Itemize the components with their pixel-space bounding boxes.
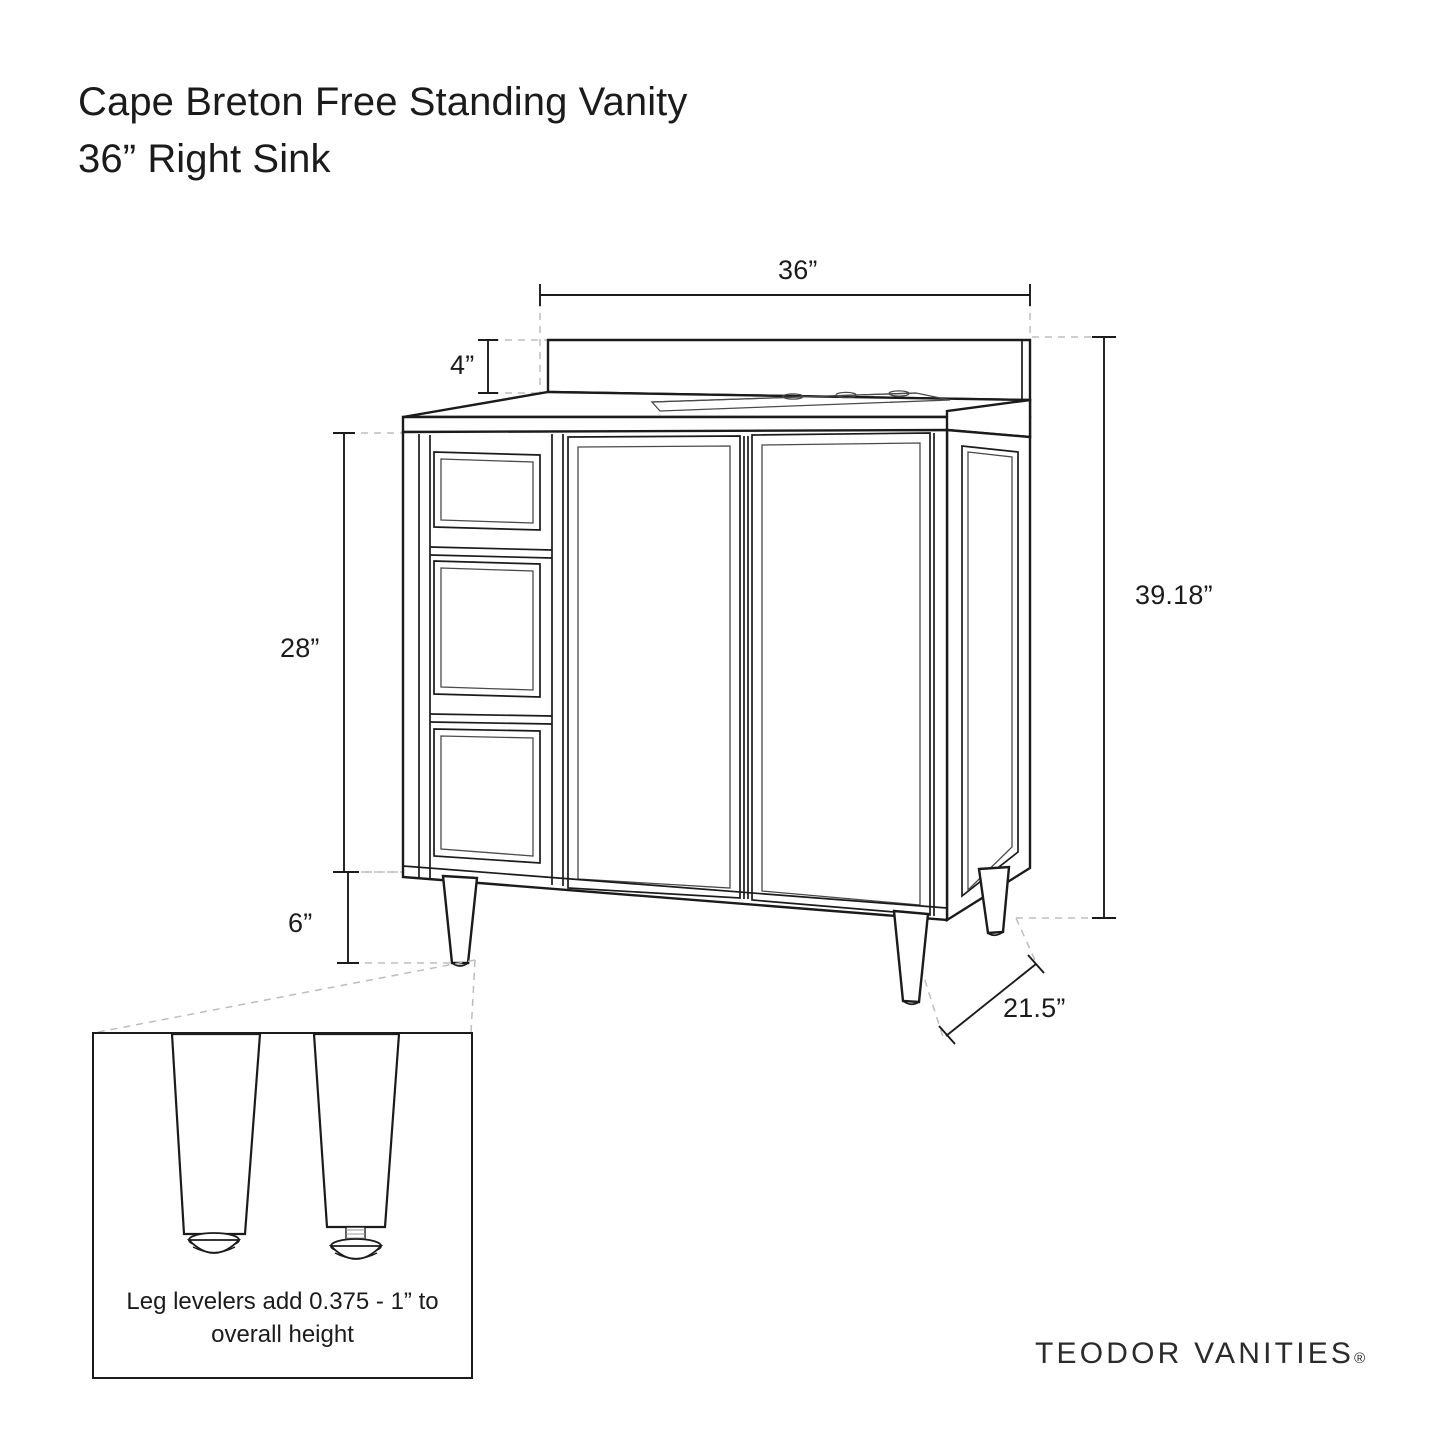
dimension-label-depth: 21.5” bbox=[1003, 993, 1066, 1023]
backsplash bbox=[546, 338, 1032, 402]
drawer-top[interactable] bbox=[433, 451, 541, 531]
vanity-illustration bbox=[401, 338, 1032, 1006]
leg-back-right bbox=[977, 865, 1011, 937]
leg-leveler-illustration bbox=[170, 1034, 401, 1260]
cabinet-door-left[interactable] bbox=[567, 435, 741, 899]
brand-name: TEODOR VANITIES bbox=[1035, 1337, 1355, 1370]
dimension-label-overall-height: 39.18” bbox=[1135, 580, 1213, 610]
dimension-label-backsplash: 4” bbox=[450, 350, 475, 380]
leg-front-left bbox=[441, 874, 479, 967]
detail-leader-lines bbox=[92, 959, 476, 1034]
dimension-label-leg-height: 6” bbox=[288, 908, 313, 938]
faucet-holes bbox=[782, 390, 910, 400]
leg-leveler-retracted bbox=[170, 1034, 262, 1254]
legs bbox=[441, 865, 1011, 1006]
dimension-line-depth-215 bbox=[904, 917, 1045, 1045]
cabinet-front-frame bbox=[401, 428, 949, 922]
registered-trademark-icon: ® bbox=[1354, 1350, 1366, 1367]
title-line-1: Cape Breton Free Standing Vanity bbox=[78, 80, 688, 124]
dimension-label-cabinet-height: 28” bbox=[280, 633, 320, 663]
drawer-bottom[interactable] bbox=[433, 728, 541, 864]
leg-leveler-caption-line-2: overall height bbox=[211, 1320, 354, 1348]
cabinet-door-right[interactable] bbox=[751, 432, 931, 916]
drawer-middle[interactable] bbox=[433, 560, 541, 698]
dimension-line-overall-height-3918 bbox=[1016, 336, 1116, 919]
dimension-line-backsplash-4 bbox=[478, 339, 556, 394]
dimension-label-width: 36” bbox=[778, 255, 818, 285]
cabinet-doors bbox=[567, 432, 935, 916]
leg-leveler-extended bbox=[312, 1034, 401, 1260]
brand-logo: TEODOR VANITIES® bbox=[1035, 1337, 1365, 1371]
leg-leveler-caption: Leg levelers add 0.375 - 1” to overall h… bbox=[94, 1285, 471, 1351]
drawer-stack-left bbox=[429, 434, 564, 886]
leg-leveler-detail-inset: Leg levelers add 0.375 - 1” to overall h… bbox=[92, 1032, 473, 1379]
title-line-2: 36” Right Sink bbox=[78, 136, 331, 181]
leg-front-right bbox=[892, 909, 930, 1006]
page-title: Cape Breton Free Standing Vanity 36” Rig… bbox=[78, 74, 978, 188]
cabinet-side-panel-right bbox=[945, 428, 1032, 923]
leg-leveler-caption-line-1: Leg levelers add 0.375 - 1” to bbox=[126, 1287, 439, 1315]
